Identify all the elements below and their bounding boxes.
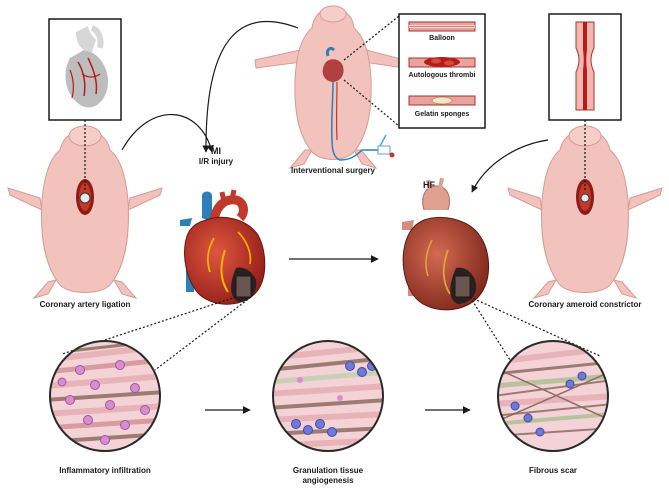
granulation-tissue-circle <box>272 340 384 452</box>
left-pig-illustration <box>7 120 163 299</box>
ameroid-constrictor-inset <box>548 13 622 121</box>
center-pig-illustration <box>254 5 406 169</box>
right-pig-illustration <box>507 120 663 299</box>
inflammatory-tissue-circle <box>49 340 161 452</box>
label-coronary-artery-ligation: Coronary artery ligation <box>39 300 131 309</box>
arrow-ameroid-to-hf <box>471 139 549 193</box>
arrow-intervention-to-mi <box>202 20 299 153</box>
label-mi: MI <box>211 146 221 156</box>
fibrous-scar-circle <box>497 340 609 452</box>
label-fibrous-scar: Fibrous scar <box>528 466 577 475</box>
method-box <box>398 13 486 129</box>
label-angiogenesis: angiogenesis <box>302 476 354 485</box>
label-inflammatory-infiltration: Inflammatory infiltration <box>59 466 151 475</box>
callout-mi-right <box>154 296 252 371</box>
thrombi-vessel-icon <box>408 57 476 68</box>
label-ir-injury: I/R injury <box>198 157 234 166</box>
hf-heart-illustration <box>402 177 489 311</box>
callout-hf-left <box>469 296 511 361</box>
label-hf: HF <box>423 180 435 190</box>
label-interventional-surgery: Interventional surgery <box>290 166 376 175</box>
left-heart-inset <box>48 18 122 121</box>
label-coronary-ameroid-constrictor: Coronary ameroid constrictor <box>528 300 642 309</box>
mi-heart-illustration <box>180 189 266 305</box>
method-label-autologous-thrombi: Autologous thrombi <box>408 72 476 79</box>
sponge-vessel-icon <box>408 95 476 106</box>
balloon-vessel-icon <box>408 21 476 32</box>
method-label-gelatin-sponges: Gelatin sponges <box>414 111 470 118</box>
method-label-balloon: Balloon <box>429 35 455 42</box>
label-granulation-tissue: Granulation tissue <box>292 466 364 475</box>
